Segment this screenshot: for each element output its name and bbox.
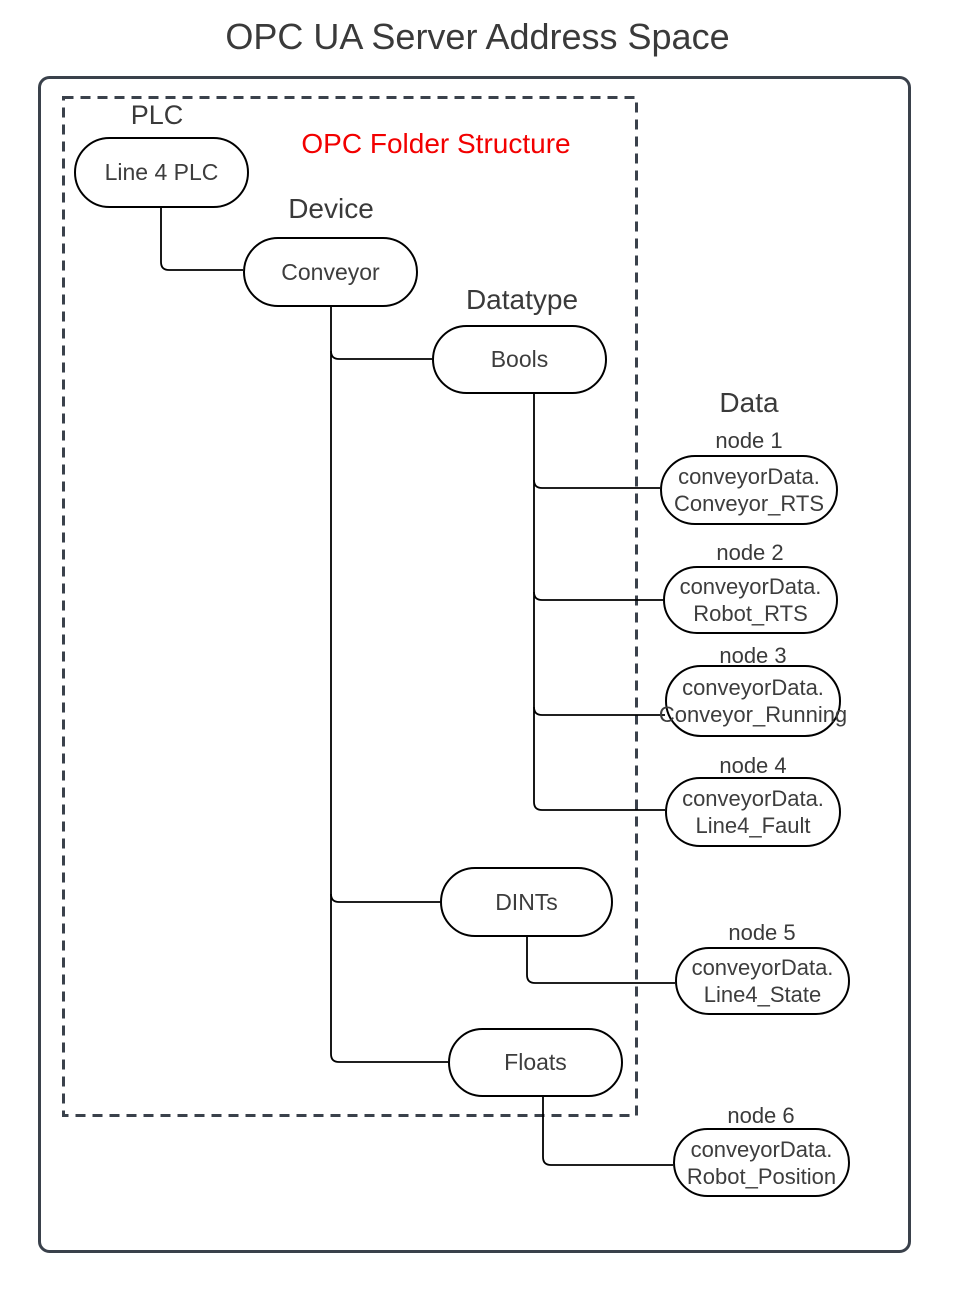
opc-folder-dashed-border [62, 96, 638, 1117]
edge-bools-to-node1 [533, 479, 660, 489]
node-bools: Bools [432, 325, 607, 394]
node-floats: Floats [448, 1028, 623, 1097]
data-node-5-title: node 5 [728, 920, 796, 945]
edge-bools-to-node3 [533, 706, 665, 716]
data-node-3-line1: conveyorData. [682, 675, 824, 700]
data-node-1: conveyorData. Conveyor_RTS [660, 455, 838, 525]
data-node-3-line2: Conveyor_Running [658, 702, 848, 727]
data-node-5-line1: conveyorData. [691, 955, 834, 980]
edge-conveyor-to-floats [330, 307, 448, 1063]
data-node-6: conveyorData. Robot_Position [673, 1128, 850, 1197]
node-dints: DINTs [440, 867, 613, 937]
data-node-1-line2: Conveyor_RTS [674, 491, 824, 516]
data-node-3: conveyorData. Conveyor_Running [659, 665, 847, 737]
data-node-2: conveyorData. Robot_RTS [663, 566, 838, 634]
node-bools-label: Bools [490, 346, 549, 372]
data-node-4: conveyorData. Line4_Fault [665, 777, 841, 847]
node-dints-label: DINTs [495, 888, 558, 915]
node-conveyor-label: Conveyor [281, 258, 380, 285]
data-node-1-title: node 1 [715, 428, 783, 453]
data-node-5: conveyorData. Line4_State [675, 947, 850, 1015]
edge-floats-to-node6 [542, 1097, 673, 1166]
data-node-1-line1: conveyorData. [678, 464, 820, 489]
header-datatype: Datatype [465, 284, 579, 315]
data-node-6-line2: Robot_Position [686, 1163, 837, 1189]
diagram-title: OPC UA Server Address Space [225, 16, 730, 57]
data-node-2-line1: conveyorData. [679, 574, 822, 599]
data-node-4-line2: Line4_Fault [695, 813, 811, 838]
edge-conveyor-to-bools [330, 350, 432, 360]
edge-bools-to-node4 [533, 394, 665, 811]
data-node-5-line2: Line4_State [703, 982, 822, 1007]
data-node-2-line2: Robot_RTS [693, 601, 808, 626]
header-plc: PLC [130, 100, 184, 130]
edge-bools-to-node2 [533, 591, 663, 601]
opc-folder-structure-label: OPC Folder Structure [301, 128, 571, 159]
header-data: Data [719, 387, 779, 418]
edge-conveyor-to-dints [330, 893, 440, 903]
edge-plc-to-conveyor [160, 208, 243, 271]
data-node-4-title: node 4 [719, 753, 787, 778]
data-node-4-line1: conveyorData. [682, 786, 824, 811]
edge-dints-to-node5 [526, 937, 675, 984]
header-device: Device [288, 193, 374, 224]
data-node-6-line1: conveyorData. [690, 1136, 833, 1162]
node-line4-plc-label: Line 4 PLC [104, 159, 219, 185]
node-line4-plc: Line 4 PLC [74, 137, 249, 208]
node-conveyor: Conveyor [243, 237, 418, 307]
outer-frame-border [38, 76, 911, 1253]
data-node-3-title: node 3 [719, 643, 787, 668]
node-floats-label: Floats [504, 1049, 567, 1075]
data-node-2-title: node 2 [716, 540, 784, 565]
data-node-6-title: node 6 [727, 1103, 795, 1128]
